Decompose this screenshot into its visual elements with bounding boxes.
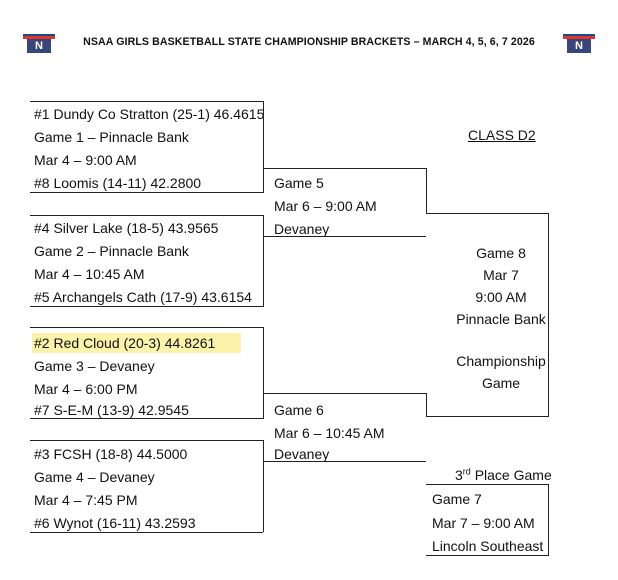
seed-team: #1 Dundy Co Stratton (25-1) 46.4615 — [34, 106, 265, 122]
game-time: Mar 6 – 9:00 AM — [274, 198, 377, 214]
bracket-line — [263, 168, 426, 169]
third-place-suffix: rd — [462, 466, 471, 477]
svg-text:N: N — [575, 40, 583, 52]
page-header: N NSAA GIRLS BASKETBALL STATE CHAMPIONSH… — [0, 28, 618, 56]
nsaa-logo-icon: N — [563, 34, 595, 53]
third-place-title: 3rd Place Game — [455, 467, 552, 483]
game-label: Game 4 – Devaney — [34, 469, 155, 485]
bracket-line — [263, 215, 264, 307]
game-label: Game 1 – Pinnacle Bank — [34, 129, 189, 145]
seed-team: #4 Silver Lake (18-5) 43.9565 — [34, 220, 219, 236]
seed-team: #6 Wynot (16-11) 43.2593 — [34, 515, 196, 531]
game-label: Game 3 – Devaney — [34, 358, 155, 374]
bracket-line — [263, 461, 426, 462]
bracket-line — [30, 532, 263, 533]
bracket-line — [426, 393, 427, 417]
bracket-line — [263, 393, 426, 394]
bracket-line — [426, 416, 548, 417]
game-label: Game 5 — [274, 175, 324, 191]
final-time: 9:00 AM — [475, 289, 527, 305]
game-time: Mar 7 – 9:00 AM — [432, 515, 535, 531]
bracket-line — [263, 440, 264, 532]
bracket-line — [426, 555, 548, 556]
game-label: Game 2 – Pinnacle Bank — [34, 243, 189, 259]
game-time: Mar 4 – 7:45 PM — [34, 492, 138, 508]
bracket-line — [30, 306, 263, 307]
svg-text:N: N — [35, 40, 43, 52]
bracket-line — [263, 101, 264, 193]
class-label: CLASS D2 — [468, 127, 536, 143]
game-venue: Devaney — [274, 221, 330, 237]
final-venue: Pinnacle Bank — [456, 311, 546, 327]
bracket-line — [263, 236, 426, 237]
bracket-line — [426, 168, 427, 214]
final-game: Game 8 — [476, 245, 526, 261]
third-place-title-rest: Place Game — [470, 467, 552, 483]
third-place-ordinal: 3 — [455, 467, 463, 483]
bracket-line — [30, 192, 263, 193]
bracket-line — [30, 418, 263, 419]
bracket-line — [30, 327, 263, 328]
game-time: Mar 4 – 6:00 PM — [34, 381, 138, 397]
game-label: Game 7 — [432, 491, 482, 507]
game-label: Game 6 — [274, 402, 324, 418]
championship-label: Game — [481, 375, 521, 391]
bracket-line — [30, 440, 263, 441]
seed-team-highlighted: #2 Red Cloud (20-3) 44.8261 — [32, 333, 242, 353]
bracket-line — [30, 101, 263, 102]
bracket-line — [426, 484, 548, 485]
bracket-line — [263, 327, 264, 419]
header-title: NSAA GIRLS BASKETBALL STATE CHAMPIONSHIP… — [83, 36, 535, 48]
seed-team: #3 FCSH (18-8) 44.5000 — [34, 446, 188, 462]
seed-team: #8 Loomis (14-11) 42.2800 — [34, 175, 202, 191]
game-time: Mar 4 – 10:45 AM — [34, 266, 145, 282]
seed-team: #7 S-E-M (13-9) 42.9545 — [34, 402, 189, 418]
bracket-line — [548, 484, 549, 556]
bracket-line — [548, 213, 549, 417]
highlight-marker: #2 Red Cloud (20-3) 44.8261 — [32, 333, 242, 353]
game-time: Mar 4 – 9:00 AM — [34, 152, 137, 168]
seed-team: #5 Archangels Cath (17-9) 43.6154 — [34, 289, 252, 305]
final-date: Mar 7 — [483, 267, 519, 283]
game-venue: Lincoln Southeast — [432, 538, 544, 554]
bracket-line — [30, 215, 263, 216]
bracket-line — [426, 213, 548, 214]
game-time: Mar 6 – 10:45 AM — [274, 425, 385, 441]
nsaa-logo-icon: N — [23, 34, 55, 53]
championship-label: Championship — [456, 353, 546, 369]
game-venue: Devaney — [274, 446, 330, 462]
